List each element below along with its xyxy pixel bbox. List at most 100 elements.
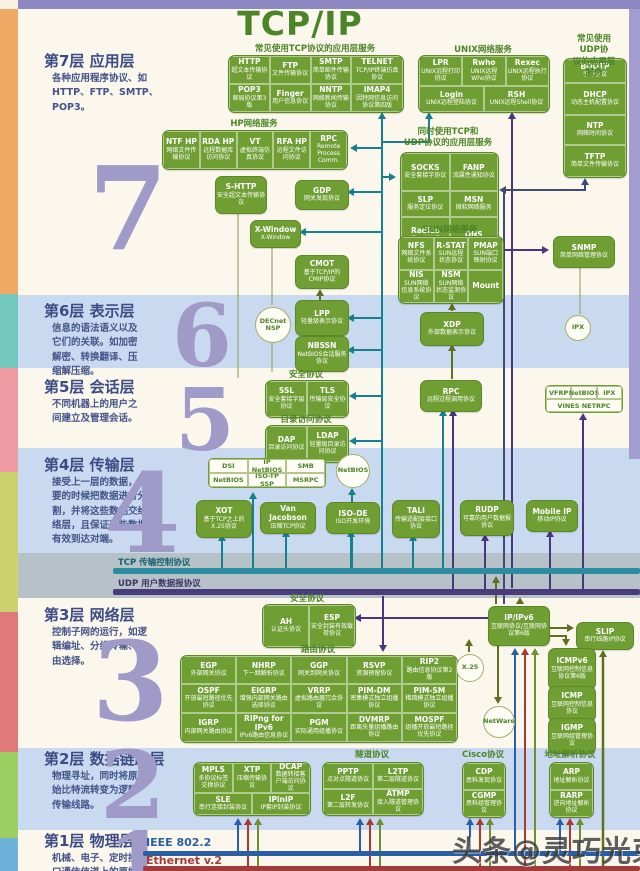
node-esp-subtitle: 安全封装有效载荷协议 — [311, 622, 354, 637]
node-nis-title: NIS — [409, 270, 424, 280]
node-rpc2-subtitle: 远程过程调用协议 — [426, 396, 475, 404]
node-nsm-title: NSM — [441, 270, 461, 280]
node-dvmrp-subtitle: 距离矢量组播路由协议 — [350, 724, 399, 739]
node-igrp-subtitle: 内部网关路由协议 — [184, 727, 233, 735]
ieee-bar — [143, 851, 640, 856]
node-ipipv6-subtitle: 互联网协议/互联网协议第6版 — [490, 622, 548, 637]
node-xtp-subtitle: 压缩传输协议 — [237, 774, 268, 789]
node-tali-subtitle: 传输适配层接口协议 — [394, 515, 437, 530]
node-vt-title: VT — [249, 137, 261, 147]
node-http-title: HTTP — [238, 57, 261, 67]
strip-5 — [0, 368, 18, 472]
node-xdp-title: XDP — [443, 319, 461, 329]
node-smb-title: SMB — [297, 462, 314, 470]
node-smb: SMB — [286, 459, 325, 473]
top-purple-bar — [18, 0, 640, 9]
node-eigrp-title: EIGRP — [251, 685, 277, 695]
node-ntf-subtitle: 网络文件传输协议 — [166, 146, 197, 161]
node-telnet-subtitle: TCP/IP终端仿真协议 — [355, 66, 399, 81]
node-cgmp-subtitle: 思科组管理协议 — [465, 800, 502, 815]
node-smtp-title: SMTP — [319, 57, 343, 67]
heading-hp: HP网络服务 — [230, 119, 278, 129]
node-xwin-subtitle: X-Window — [260, 234, 291, 242]
layer2-desc: 物理寻址，同时将原 始比特流转变为逻辑 传输线路。 — [52, 771, 138, 811]
node-vrrp-title: VRRP — [307, 685, 331, 695]
node-vt-subtitle: 虚拟终端仿真协议 — [239, 146, 270, 161]
node-cmot-subtitle: 基于TCP/IP的CMIP协议 — [303, 268, 341, 283]
node-ftp-subtitle: 文件传输协议 — [272, 70, 309, 78]
node-ah-subtitle: 认证头协议 — [270, 626, 301, 634]
node-rpchp-subtitle: Remote Process Comm. — [317, 143, 341, 165]
node-cgmp-title: CGMP — [471, 790, 497, 800]
layer5-desc: 不同机器上的用户之 间建立及管理会话。 — [52, 399, 138, 425]
node-pmap-subtitle: SUN端口映射协议 — [473, 250, 499, 265]
node-rwho-title: Rwho — [472, 58, 496, 68]
node-pimdm-subtitle: 密集模式独立组播协议 — [350, 695, 399, 710]
node-egp-title: EGP — [200, 660, 217, 670]
node-ipx2: IPX — [596, 386, 622, 399]
node-rsh-subtitle: UNIX远程Shell协议 — [489, 99, 544, 107]
node-rarp-subtitle: 逆向地址解析协议 — [553, 800, 590, 815]
node-isode-subtitle: ISO开发环境 — [335, 518, 371, 526]
node-lpp-title: LPP — [314, 308, 330, 318]
node-netwarec-circle: NetWare — [483, 706, 515, 738]
layer7-desc: 各种应用程序协议、如 HTTP、FTP、SMTP、 POP3。 — [52, 73, 159, 113]
node-gdp-subtitle: 网关发现协议 — [303, 195, 340, 203]
node-ipinip-subtitle: IP套IP封装协议 — [260, 804, 302, 812]
node-ospf-subtitle: 开放最短路径优先协议 — [184, 695, 233, 710]
node-vanj-title: Van Jacobson — [269, 504, 307, 523]
strip-7 — [0, 9, 18, 294]
node-pimsm-subtitle: 稀疏模式独立组播协议 — [405, 695, 454, 710]
layer1-desc: 机械、电子、定时接 口通信信道上的原始 — [52, 853, 138, 871]
strip-2 — [0, 752, 18, 838]
node-ipipv6-title: IP/IPv6 — [504, 613, 534, 623]
heading-arp: 地址解析协议 — [544, 750, 596, 760]
node-dhcp-subtitle: 动态主机配置协议 — [570, 99, 619, 107]
node-dvmrp-title: DVMRP — [358, 714, 390, 724]
node-cdp-title: CDP — [475, 767, 493, 777]
node-rstat-subtitle: SUN远程状态协议 — [438, 250, 464, 265]
node-pop3-title: POP3 — [238, 85, 261, 95]
node-ospf-title: OSPF — [197, 685, 220, 695]
node-atmp-subtitle: 接入隧道管理协议 — [376, 798, 419, 813]
heading-cisco: Cisco协议 — [461, 750, 505, 760]
node-pop3-subtitle: 邮局协议第3版 — [232, 94, 267, 109]
heading-routing: 路由协议 — [300, 645, 336, 655]
layer4-desc: 接受上一层的数据，在必 要的时候把数据进行分 割，并将这些数据交给网 络层，且保… — [52, 477, 157, 545]
node-ipinip-title: IPinIP — [268, 794, 294, 804]
node-dap-title: DAP — [277, 434, 296, 444]
node-atmp-title: ATMP — [386, 789, 410, 799]
node-rpc2-title: RPC — [442, 386, 460, 396]
node-dns-title: DNS — [464, 229, 483, 239]
node-mospf-subtitle: 组播开放最短路径优先协议 — [405, 724, 454, 739]
node-icmp-subtitle: 互联网控制信息协议 — [550, 700, 593, 715]
heading-tunnel: 隧道协议 — [354, 750, 390, 760]
node-ipnb: IP NetBIOS — [247, 459, 287, 474]
tcp-bar — [113, 568, 640, 574]
